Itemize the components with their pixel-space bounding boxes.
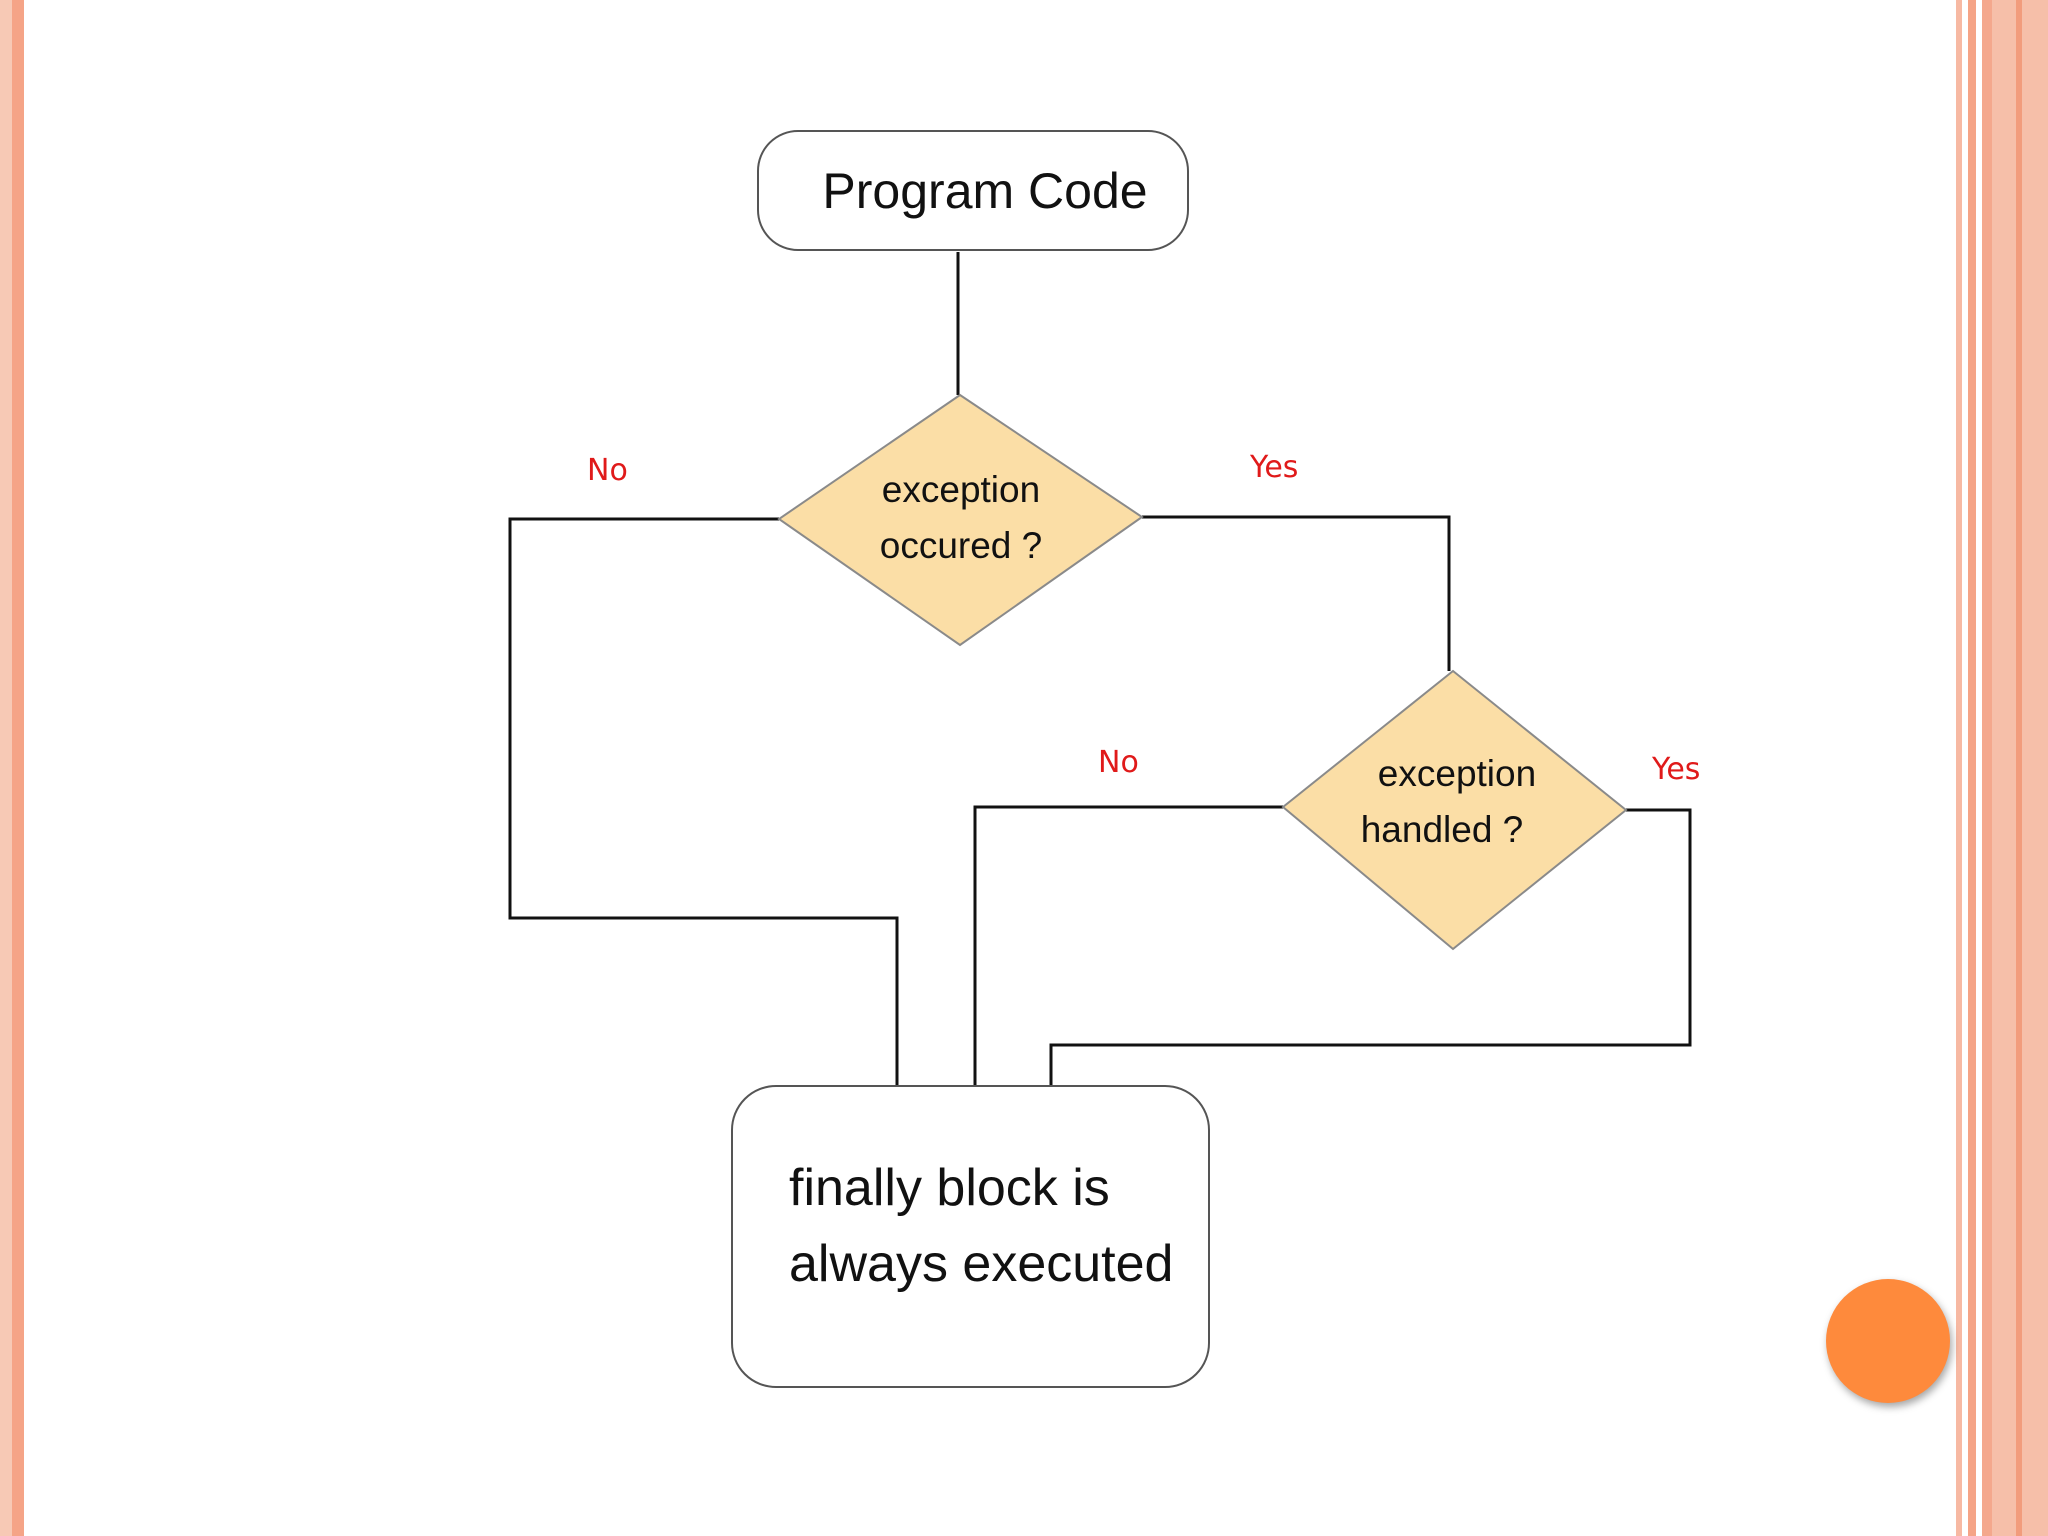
decision2-line1: exception (1378, 753, 1536, 794)
left-decorative-stripe-inner (12, 0, 24, 1536)
connector-decision1-yes (1142, 515, 1451, 671)
decision-exception-occured: exception occured ? (777, 393, 1144, 647)
label-decision1-no: No (587, 453, 628, 488)
label-decision1-yes: Yes (1249, 450, 1298, 485)
left-decorative-stripe (0, 0, 12, 1536)
connector-decision2-yes (1049, 808, 1692, 1086)
start-node: Program Code (757, 130, 1189, 251)
decision-exception-handled: exception handled ? (1281, 669, 1628, 951)
end-node: finally block is always executed (731, 1085, 1210, 1388)
connector-decision2-no (973, 805, 1283, 1086)
decision1-line2: occured ? (880, 525, 1043, 566)
slide-accent-dot (1826, 1279, 1950, 1403)
connector-decision1-no (508, 517, 899, 1086)
label-decision2-no: No (1098, 745, 1139, 780)
decision1-line1: exception (882, 469, 1040, 510)
start-node-label: Program Code (822, 163, 1147, 219)
decision2-line2: handled ? (1361, 809, 1524, 850)
right-decorative-stripes (1956, 0, 2048, 1536)
connectors (508, 252, 1692, 1086)
label-decision2-yes: Yes (1651, 752, 1700, 787)
end-node-line2: always executed (789, 1235, 1173, 1293)
end-node-line1: finally block is (789, 1159, 1110, 1217)
